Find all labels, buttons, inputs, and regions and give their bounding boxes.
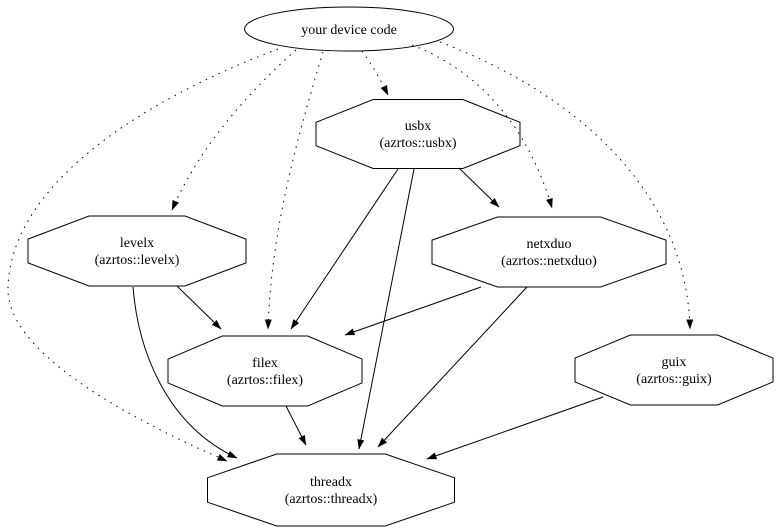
node-levelx-label-0: levelx [120, 236, 154, 251]
edge-device-guix [439, 41, 694, 330]
node-filex: filex(azrtos::filex) [167, 335, 363, 407]
edge-filex-threadx [285, 405, 307, 446]
node-device: your device code [244, 6, 454, 52]
node-netxduo-label-0: netxduo [526, 237, 571, 252]
node-device-shape [244, 6, 454, 52]
edge-device-levelx [171, 49, 297, 211]
edge-netxduo-filex [344, 286, 482, 336]
edge-device-usbx [361, 50, 389, 96]
node-levelx-shape [27, 215, 247, 287]
node-usbx: usbx(azrtos::usbx) [315, 99, 521, 169]
edge-device-threadx [7, 48, 279, 462]
node-usbx-label-0: usbx [405, 119, 431, 134]
node-device-label-0: your device code [301, 23, 397, 38]
node-guix-label-0: guix [662, 355, 687, 370]
node-usbx-label-1: (azrtos::usbx) [380, 136, 457, 151]
edge-device-netxduo [411, 44, 553, 209]
node-filex-label-1: (azrtos::filex) [227, 373, 304, 388]
node-netxduo: netxduo(azrtos::netxduo) [431, 216, 667, 288]
edge-levelx-threadx [132, 286, 238, 459]
node-filex-label-0: filex [252, 356, 278, 371]
node-threadx: threadx(azrtos::threadx) [207, 453, 455, 527]
node-threadx-label-0: threadx [310, 475, 352, 490]
node-threadx-label-1: (azrtos::threadx) [285, 492, 378, 507]
node-filex-shape [167, 335, 363, 407]
node-netxduo-label-1: (azrtos::netxduo) [501, 254, 597, 269]
node-threadx-shape [207, 453, 455, 527]
edge-netxduo-threadx [377, 286, 528, 448]
node-netxduo-shape [431, 216, 667, 288]
node-guix-shape [574, 334, 774, 406]
node-levelx-label-1: (azrtos::levelx) [95, 253, 180, 268]
edge-usbx-threadx [357, 168, 415, 450]
node-levelx: levelx(azrtos::levelx) [27, 215, 247, 287]
edge-usbx-netxduo [458, 167, 500, 208]
node-guix: guix(azrtos::guix) [574, 334, 774, 406]
node-guix-label-1: (azrtos::guix) [636, 372, 712, 387]
edge-usbx-filex [290, 168, 399, 330]
edge-guix-threadx [426, 396, 604, 460]
node-usbx-shape [315, 99, 521, 169]
edge-device-filex [264, 51, 324, 330]
edge-levelx-filex [176, 285, 222, 330]
